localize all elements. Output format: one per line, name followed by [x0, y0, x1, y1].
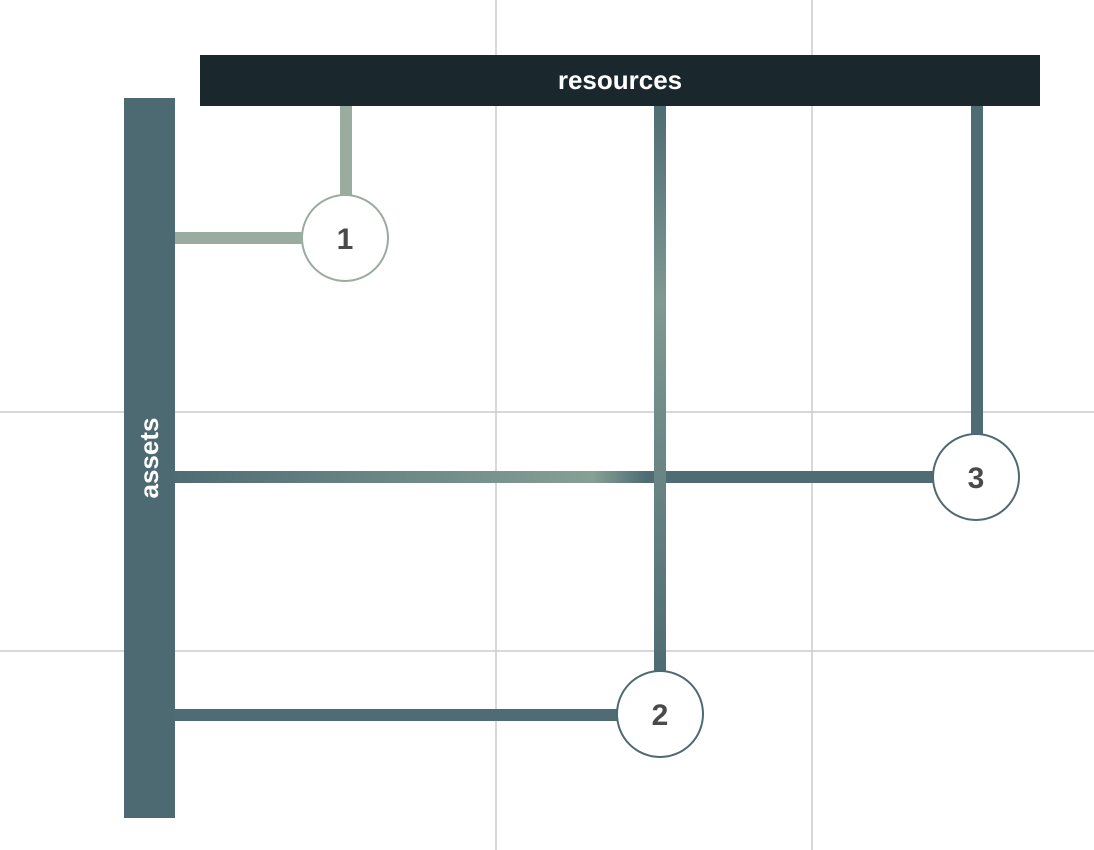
link-horizontal-2 [175, 709, 618, 721]
assets-label: assets [134, 418, 164, 499]
node-2-label: 2 [652, 699, 669, 732]
link-horizontal-3 [175, 471, 935, 483]
links-node-2 [175, 105, 666, 721]
node-2: 2 [616, 670, 704, 758]
node-1: 1 [301, 194, 389, 282]
assets-bar: assets [124, 98, 175, 818]
links-node-3 [175, 105, 983, 483]
links-node-1 [175, 105, 352, 244]
node-3-label: 3 [968, 462, 985, 495]
link-vertical-2 [654, 105, 666, 671]
node-1-label: 1 [337, 223, 354, 256]
resources-bar: resources [200, 55, 1040, 106]
link-horizontal-1 [175, 232, 303, 244]
link-vertical-1 [340, 105, 352, 196]
link-vertical-3 [971, 105, 983, 435]
node-3: 3 [932, 433, 1020, 521]
resources-label: resources [558, 65, 682, 95]
